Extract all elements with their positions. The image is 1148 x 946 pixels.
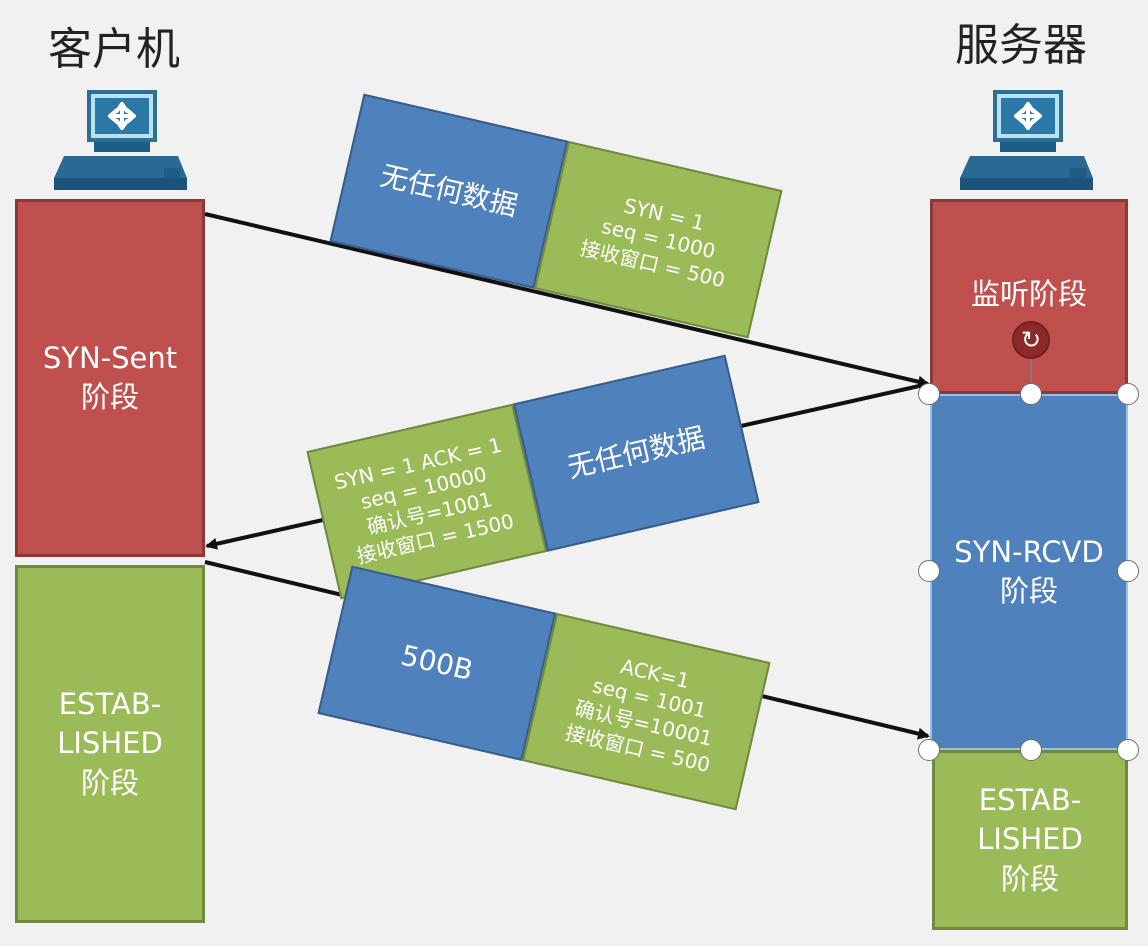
resize-handle-bottom-right[interactable] (1117, 739, 1139, 761)
resize-handle-top-left[interactable] (918, 383, 940, 405)
server-syn-rcvd-state[interactable]: SYN-RCVD 阶段 (930, 394, 1128, 750)
syn-ack-packet-header: SYN = 1 ACK = 1 seq = 10000 确认号=1001 接收窗… (306, 403, 548, 600)
syn-packet: 无任何数据 SYN = 1 seq = 1000 接收窗口 = 500 (329, 93, 783, 339)
resize-handle-bottom[interactable] (1020, 739, 1042, 761)
ack-packet-header: ACK=1 seq = 1001 确认号=10001 接收窗口 = 500 (522, 612, 771, 811)
ack-packet: 500B ACK=1 seq = 1001 确认号=10001 接收窗口 = 5… (317, 565, 771, 811)
client-title: 客户机 (48, 24, 180, 75)
syn-ack-packet: SYN = 1 ACK = 1 seq = 10000 确认号=1001 接收窗… (306, 354, 760, 600)
resize-handle-right[interactable] (1117, 560, 1139, 582)
server-title: 服务器 (955, 20, 1087, 71)
network-computer-icon (54, 90, 187, 190)
syn-ack-packet-data: 无任何数据 (512, 354, 760, 552)
network-computer-icon (960, 90, 1093, 190)
client-syn-sent-state: SYN-Sent 阶段 (15, 199, 205, 557)
server-established-state: ESTAB- LISHED 阶段 (932, 750, 1128, 930)
resize-handle-left[interactable] (918, 560, 940, 582)
resize-handle-bottom-left[interactable] (918, 739, 940, 761)
client-established-state: ESTAB- LISHED 阶段 (15, 565, 205, 923)
resize-handle-top-right[interactable] (1117, 383, 1139, 405)
rotate-handle-icon[interactable]: ↻ (1012, 321, 1050, 359)
server-listen-state: 监听阶段 (930, 199, 1128, 394)
syn-packet-header: SYN = 1 seq = 1000 接收窗口 = 500 (534, 140, 783, 339)
rotation-stem (1030, 357, 1032, 385)
server-listen-label: 监听阶段 (970, 276, 1087, 311)
ack-packet-data: 500B (317, 565, 557, 761)
syn-packet-data: 无任何数据 (329, 93, 569, 289)
resize-handle-top[interactable] (1020, 383, 1042, 405)
